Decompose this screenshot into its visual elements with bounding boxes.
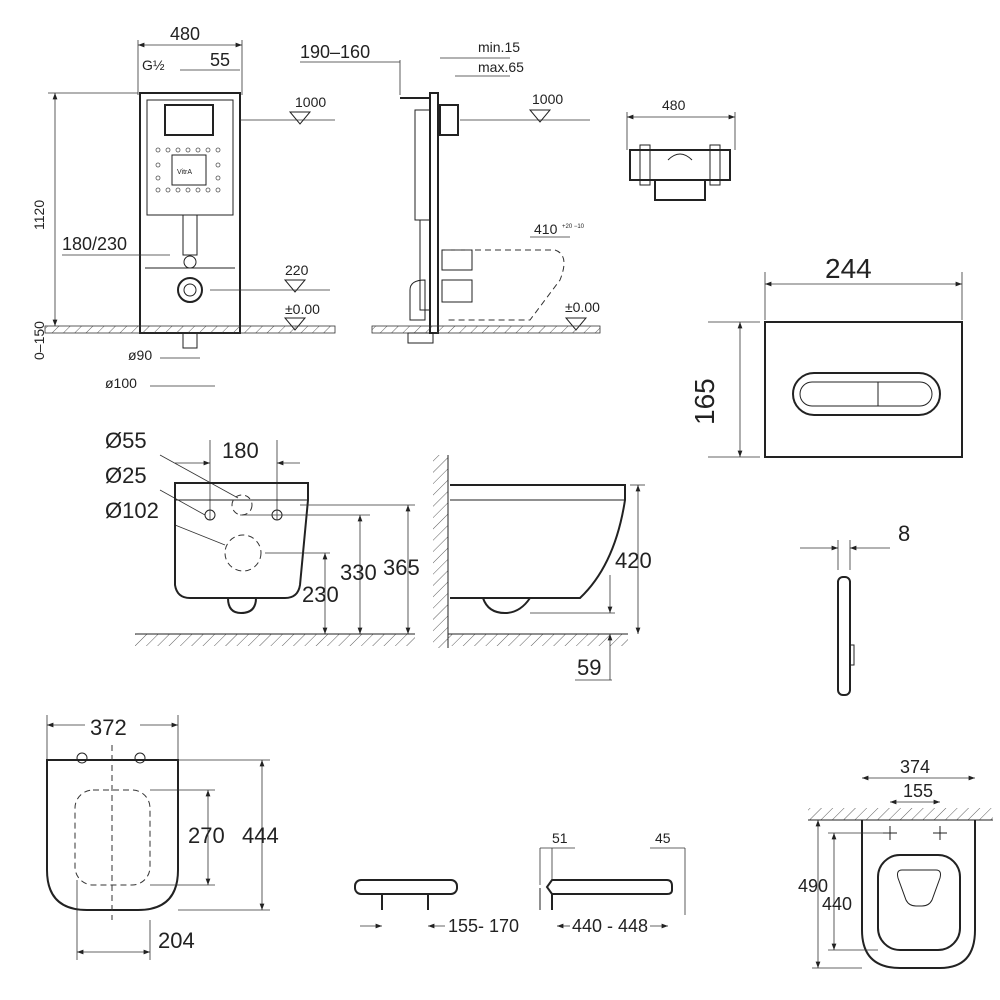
d102-label: Ø102 [105,498,159,523]
h365-label: 365 [383,555,420,580]
frame-front-view: 480 G½ 55 VitrA 1120 0–150 180/230 ø90 ø… [31,24,336,391]
frame-width-label: 480 [170,24,200,44]
d90-label: ø90 [128,347,152,363]
level-220-label: 220 [285,262,309,278]
bowl-top-outline [861,820,976,969]
h59-label: 59 [577,655,601,680]
seat-top-view: 372 270 444 204 [46,715,279,960]
bowl-side-outline [450,484,626,599]
level-410-label: 410 [534,221,558,237]
d100-label: ø100 [105,375,137,391]
floor-line [44,325,336,334]
frame-side-view: 190–160 min.15 max.65 1000 410 +20 −10 ±… [300,39,601,344]
l490-label: 490 [798,876,828,896]
seat-width-label: 372 [90,715,127,740]
flush-plate-side [837,576,851,696]
holes-155-label: 155 [903,781,933,801]
min-label: min.15 [478,39,520,55]
inlet-label: G½ [142,57,165,73]
top-width-label: 480 [662,97,686,113]
level-1000-label: 1000 [295,94,326,110]
d25-label: Ø25 [105,463,147,488]
bowl-side-view: 420 59 [433,455,652,681]
d51-label: 51 [552,830,568,846]
side-level-1000-label: 1000 [532,91,563,107]
seat-side-view: 155- 170 51 45 440 - 448 [354,830,686,936]
plate-width-label: 244 [825,253,872,284]
level-0-label: ±0.00 [285,301,320,317]
bowl-front-outline [174,482,309,599]
adjust-label: 0–150 [31,321,47,360]
l440-label: 440 [822,894,852,914]
flush-plate-opening [164,104,214,136]
bowl-top-view: 374 155 490 440 [798,757,993,969]
tolerance-label: +20 −10 [562,224,585,230]
plate-thickness-label: 8 [898,521,910,546]
h420-label: 420 [615,548,652,573]
seat-side-right [545,879,673,895]
frame-height-label: 1120 [31,200,47,230]
seat-outline [46,759,179,911]
top-width-374-label: 374 [900,757,930,777]
flush-plate-front: 244 165 8 [689,253,963,696]
offset-label: 55 [210,50,230,70]
h230-label: 230 [302,582,339,607]
w204-label: 204 [158,928,195,953]
h270-label: 270 [188,823,225,848]
range-155-170-label: 155- 170 [448,916,519,936]
depth-label: 190–160 [300,42,370,62]
h330-label: 330 [340,560,377,585]
d55-label: Ø55 [105,428,147,453]
bowl-front-view: Ø55 180 Ø25 Ø102 330 365 230 [105,428,420,646]
spacing-label: 180 [222,438,259,463]
max-label: max.65 [478,59,524,75]
d45-label: 45 [655,830,671,846]
seat-side-left [354,879,458,895]
seat-length-label: 444 [242,823,279,848]
axis-label: 180/230 [62,234,127,254]
vitra-logo: VitrA [177,169,192,176]
range-440-448-label: 440 - 448 [572,916,648,936]
dual-flush-button [792,372,941,416]
plate-height-label: 165 [689,378,720,425]
side-level-0-label: ±0.00 [565,299,600,315]
flush-plate [764,321,963,458]
bowl-outline-dashed [445,249,565,321]
frame-top-view: 480 [626,97,736,201]
